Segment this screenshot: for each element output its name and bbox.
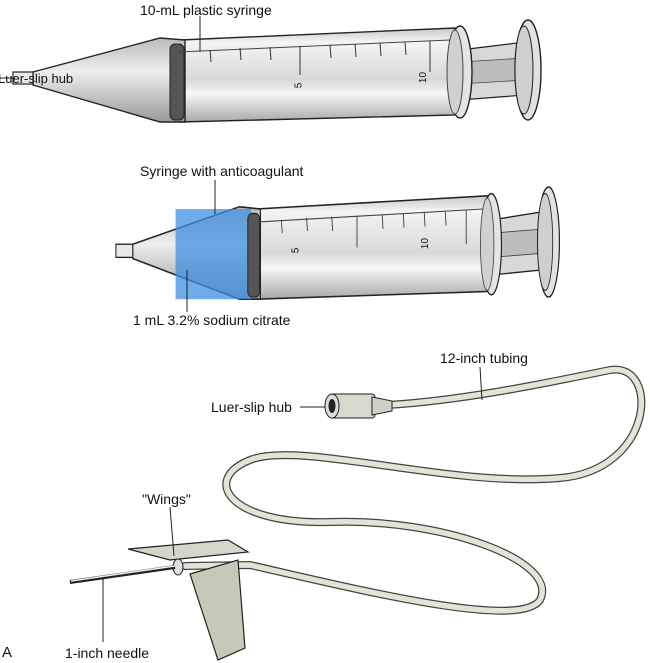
citrate-label: 1 mL 3.2% sodium citrate [133, 312, 291, 328]
scale-mark-10: 10 [418, 71, 430, 84]
scale-mark-10: 10 [420, 237, 432, 250]
scale-mark-5: 5 [290, 247, 302, 254]
tubing-label: 12-inch tubing [440, 350, 528, 366]
plastic-syringe [12, 19, 542, 123]
needle-label: 1-inch needle [65, 645, 150, 661]
panel-label: A [2, 644, 13, 661]
anticoagulant-syringe [115, 186, 561, 300]
anticoagulant-syringe-label: Syringe with anticoagulant [140, 163, 304, 179]
scale-mark-5: 5 [293, 82, 305, 89]
sodium-citrate-fill [175, 209, 252, 300]
hub-label: Luer-slip hub [0, 71, 74, 86]
tubing-hub-label: Luer-slip hub [211, 399, 292, 415]
wings-label: "Wings" [142, 491, 191, 507]
winged-infusion-set [69, 365, 646, 661]
syringe-title-label: 10-mL plastic syringe [140, 2, 272, 18]
